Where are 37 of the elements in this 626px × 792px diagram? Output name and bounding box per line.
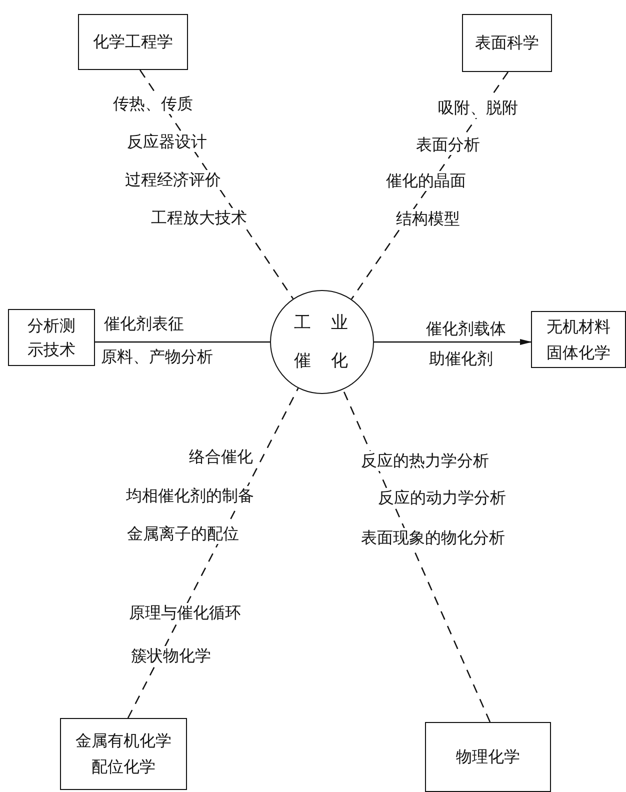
- annotation-text: 催化的晶面: [385, 171, 467, 191]
- annotation-text: 均相催化剂的制备: [125, 486, 255, 506]
- box-label: 物理化学: [456, 746, 520, 768]
- annotation-text: 助催化剂: [428, 349, 494, 369]
- box-label: 金属有机化学: [76, 730, 172, 752]
- box-label: 化学工程学: [92, 31, 174, 53]
- annotation-text: 表面分析: [415, 135, 481, 155]
- annotation-text: 结构模型: [395, 209, 461, 229]
- discipline-box: [462, 14, 552, 72]
- annotation-text: 反应的热力学分析: [360, 451, 490, 471]
- discipline-box: [425, 722, 551, 792]
- annotation-text: 簇状物化学: [130, 646, 212, 666]
- annotation-text: 原理与催化循环: [128, 603, 242, 623]
- annotation-text: 原料、产物分析: [100, 347, 214, 367]
- annotation-text: 催化剂表征: [103, 314, 185, 334]
- discipline-box: [60, 718, 187, 790]
- connector-line: [95, 341, 270, 343]
- discipline-box: [531, 311, 626, 368]
- annotation-text: 络合催化: [188, 447, 254, 467]
- annotation-text: 表面现象的物化分析: [360, 528, 506, 548]
- annotation-text: 反应的动力学分析: [377, 488, 507, 508]
- box-label: 表面科学: [475, 32, 539, 54]
- circle-label: 工业催化: [293, 312, 369, 373]
- discipline-box: [8, 309, 95, 366]
- annotation-text: 催化剂载体: [425, 319, 507, 339]
- box-label: 无机材料: [546, 316, 610, 338]
- annotation-text: 传热、传质: [112, 94, 194, 114]
- annotation-text: 过程经济评价: [124, 170, 222, 190]
- discipline-box: [78, 14, 188, 70]
- annotation-text: 工程放大技术: [150, 208, 248, 228]
- box-label: 分析测示技术: [26, 314, 76, 360]
- box-label: 固体化学: [546, 342, 610, 364]
- annotation-text: 金属离子的配位: [126, 524, 240, 544]
- box-label: 配位化学: [92, 756, 156, 778]
- arrow: [374, 339, 532, 345]
- annotation-text: 反应器设计: [126, 132, 208, 152]
- annotation-text: 吸附、脱附: [437, 98, 519, 118]
